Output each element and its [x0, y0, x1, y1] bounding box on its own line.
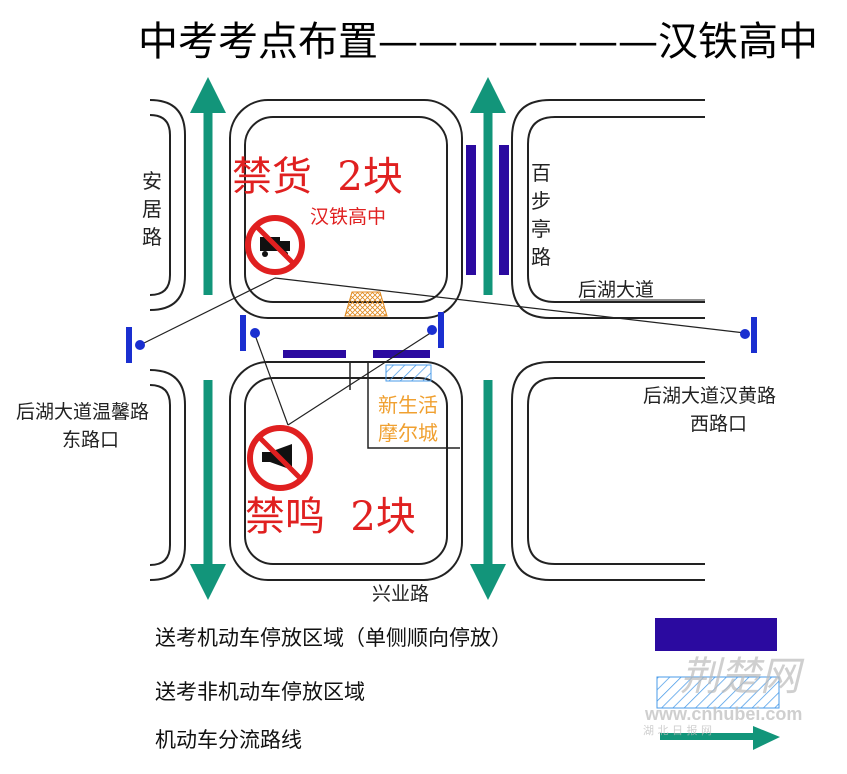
intersection-left-line1: 后湖大道温馨路 [16, 401, 149, 423]
motor-parking-zones [283, 145, 509, 358]
sign-post-mid-right [427, 312, 444, 348]
sign-post-mid-left [240, 315, 260, 351]
legend: 送考机动车停放区域（单侧顺向停放） 送考非机动车停放区域 机动车分流路线 [155, 618, 780, 752]
legend-diversion-label: 机动车分流路线 [155, 728, 302, 752]
road-label-baibu-3: 亭 [531, 217, 551, 241]
diversion-arrows [190, 77, 506, 600]
sign-pointer-lines [139, 277, 746, 426]
legend-diversion-arrow [660, 726, 780, 750]
road-label-anju-2: 居 [142, 197, 162, 221]
block-left-bottom [149, 369, 186, 581]
road-label-anju-3: 路 [142, 225, 162, 249]
watermark: 荆楚网 www.cnhubei.com 湖 北 日 报 网 [643, 654, 805, 737]
sign-post-right [740, 317, 757, 353]
city-blocks [149, 99, 705, 581]
truck-ban-label: 禁货 2块 [232, 154, 403, 200]
road-label-baibu-1: 百 [531, 161, 551, 185]
sign-posts [126, 312, 757, 363]
no-horn-icon [247, 425, 313, 491]
intersection-right-line1: 后湖大道汉黄路 [643, 385, 776, 407]
road-label-baibu-2: 步 [531, 189, 551, 213]
block-left-top [149, 99, 186, 311]
block-right-bottom [511, 361, 705, 581]
watermark-sub: 湖 北 日 报 网 [643, 723, 712, 737]
road-label-anju-1: 安 [142, 169, 162, 193]
page-title: 中考考点布置———————汉铁高中 [138, 19, 818, 65]
sign-post-left [126, 327, 145, 363]
intersection-right-line2: 西路口 [690, 413, 747, 435]
block-bottom-left [229, 361, 463, 581]
legend-nonmotor-parking-swatch [656, 676, 780, 709]
watermark-logo: 荆楚网 [680, 654, 805, 700]
watermark-url: www.cnhubei.com [644, 704, 802, 724]
school-label: 汉铁高中 [310, 206, 386, 228]
road-label-baibu-4: 路 [531, 245, 551, 269]
no-truck-icon [245, 215, 305, 275]
block-right-top [511, 99, 705, 319]
nonmotor-parking-zone [385, 364, 432, 382]
legend-motor-parking-label: 送考机动车停放区域（单侧顺向停放） [155, 626, 512, 650]
legend-motor-parking-swatch [655, 618, 777, 651]
legend-nonmotor-parking-label: 送考非机动车停放区域 [155, 680, 365, 704]
intersection-left-line2: 东路口 [62, 429, 119, 451]
block-school [229, 99, 463, 319]
mall-label-1: 新生活 [378, 393, 438, 417]
horn-ban-label: 禁鸣 2块 [245, 494, 416, 540]
road-label-xingye: 兴业路 [372, 583, 429, 605]
mall-label-2: 摩尔城 [378, 421, 438, 445]
school-gate [344, 291, 388, 317]
road-label-houhu: 后湖大道 [578, 279, 654, 301]
